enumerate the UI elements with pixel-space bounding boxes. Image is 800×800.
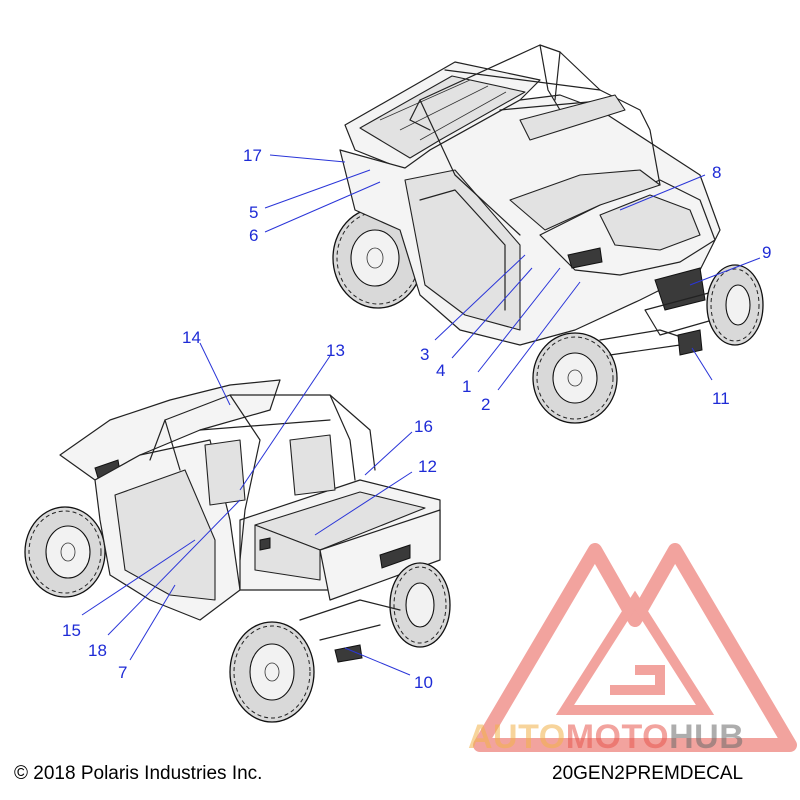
callout-10: 10	[414, 673, 433, 692]
diagram-code: 20GEN2PREMDECAL	[552, 763, 744, 784]
vehicle-rear-view	[24, 379, 451, 723]
callout-4: 4	[436, 361, 445, 380]
callout-11: 11	[712, 389, 730, 408]
leader-lines	[81, 154, 761, 676]
watermark-moto: MOTO	[565, 718, 670, 756]
rear-right-wheel-rear-view	[389, 562, 451, 648]
callout-7: 7	[118, 663, 127, 682]
callout-12: 12	[418, 457, 437, 476]
watermark-auto: AUTO	[468, 718, 566, 756]
callout-18: 18	[88, 641, 107, 660]
callout-5: 5	[249, 203, 258, 222]
callout-2: 2	[481, 395, 490, 414]
callout-1: 1	[462, 377, 471, 396]
callout-13: 13	[326, 341, 345, 360]
front-right-wheel	[532, 332, 618, 424]
copyright-text: © 2018 Polaris Industries Inc.	[14, 763, 263, 784]
callout-numbers: 17 5 6 8 9 11 3 4 1 2 14 13 16 12 15 18 …	[62, 146, 771, 692]
vehicle-front-view	[332, 44, 764, 424]
callout-3: 3	[420, 345, 429, 364]
callout-14: 14	[182, 328, 201, 347]
watermark-logo-icon	[473, 543, 797, 752]
callout-16: 16	[414, 417, 433, 436]
callout-6: 6	[249, 226, 258, 245]
front-left-wheel-rear-view	[24, 506, 106, 598]
callout-15: 15	[62, 621, 81, 640]
watermark-text: AUTOMOTOHUB	[468, 718, 744, 757]
callout-9: 9	[762, 243, 771, 262]
rear-left-wheel-rear-view	[229, 621, 315, 723]
callout-8: 8	[712, 163, 721, 182]
front-left-wheel	[706, 264, 764, 346]
watermark-hub: HUB	[669, 718, 745, 756]
callout-17: 17	[243, 146, 262, 165]
